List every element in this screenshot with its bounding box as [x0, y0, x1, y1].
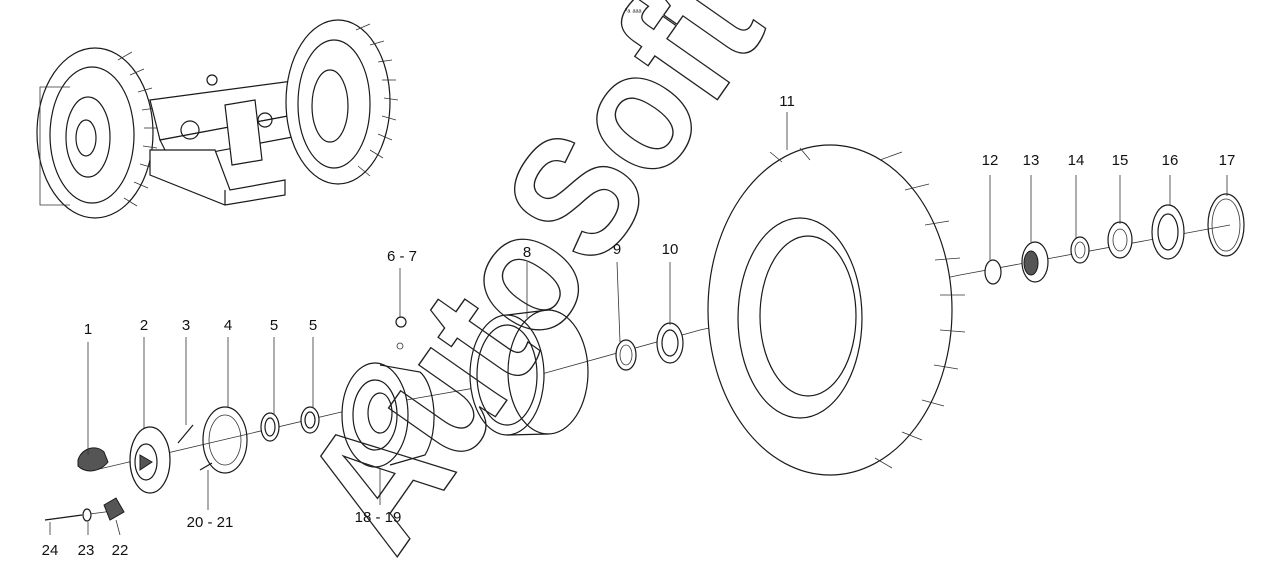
part-24-shaft	[44, 514, 83, 521]
part-4-gasket	[202, 406, 248, 474]
label-part-22: 22	[111, 542, 129, 559]
part-12-ring	[984, 259, 1002, 285]
label-part-2: 2	[139, 317, 149, 334]
part-2-hub-cover	[129, 426, 171, 494]
part-8-rim	[469, 309, 589, 436]
label-part-4: 4	[223, 317, 233, 334]
label-part-13: 13	[1022, 152, 1040, 169]
label-part-24: 24	[41, 542, 59, 559]
part-11-tire	[707, 144, 966, 476]
part-5-bearings	[260, 406, 320, 442]
label-part-15: 15	[1111, 152, 1129, 169]
label-part-10: 10	[661, 241, 679, 258]
part-16-flange	[1151, 204, 1185, 260]
part-9-ring	[615, 339, 637, 371]
label-part-1: 1	[83, 321, 93, 338]
part-14-ring	[1070, 236, 1090, 264]
label-part-16: 16	[1161, 152, 1179, 169]
leader-lines	[49, 112, 1228, 536]
header-glyph: ▫ₐ ₐₐₐ	[624, 5, 642, 14]
label-part-23: 23	[77, 542, 95, 559]
part-18-19-hub	[341, 362, 435, 468]
part-10-bearing	[656, 322, 684, 364]
label-part-8: 8	[522, 244, 532, 261]
label-part-12: 12	[981, 152, 999, 169]
label-part-5a: 5	[269, 317, 279, 334]
axle-overview	[36, 19, 399, 219]
part-6-7-nut	[395, 316, 407, 328]
label-part-17: 17	[1218, 152, 1236, 169]
part-20-21-bolts	[199, 462, 213, 471]
part-22-cap	[103, 497, 125, 521]
label-part-3: 3	[181, 317, 191, 334]
part-23-washer	[82, 508, 92, 522]
label-part-5b: 5	[308, 317, 318, 334]
label-part-6-7: 6 - 7	[386, 248, 418, 265]
part-15-seal	[1107, 221, 1133, 259]
label-part-20-21: 20 - 21	[186, 514, 234, 531]
label-part-11: 11	[779, 93, 795, 110]
label-part-14: 14	[1067, 152, 1085, 169]
label-part-18-19: 18 - 19	[354, 509, 402, 526]
label-part-9: 9	[612, 241, 622, 258]
part-3-bolt	[177, 424, 194, 444]
part-1-cap	[77, 447, 109, 472]
part-17-lock-ring	[1207, 193, 1245, 257]
